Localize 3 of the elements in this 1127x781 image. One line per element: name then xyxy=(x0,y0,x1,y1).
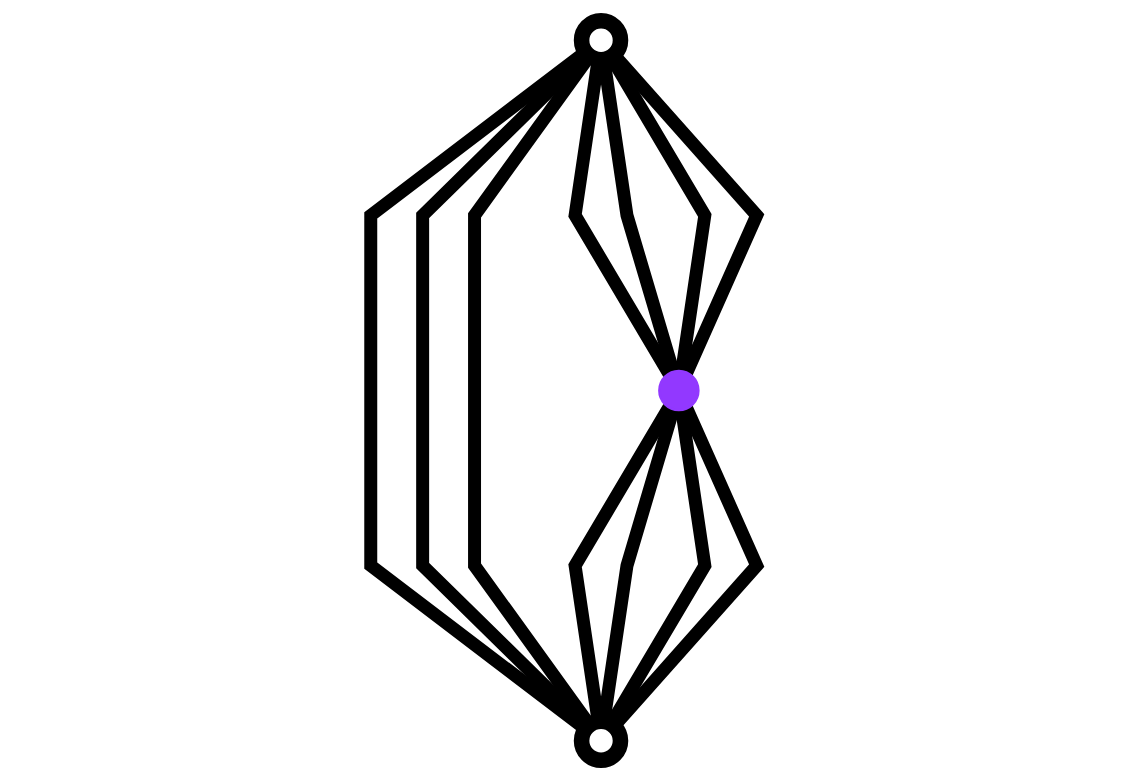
node-circle xyxy=(573,12,629,68)
node-circle xyxy=(657,369,700,412)
node-circle xyxy=(573,713,629,768)
